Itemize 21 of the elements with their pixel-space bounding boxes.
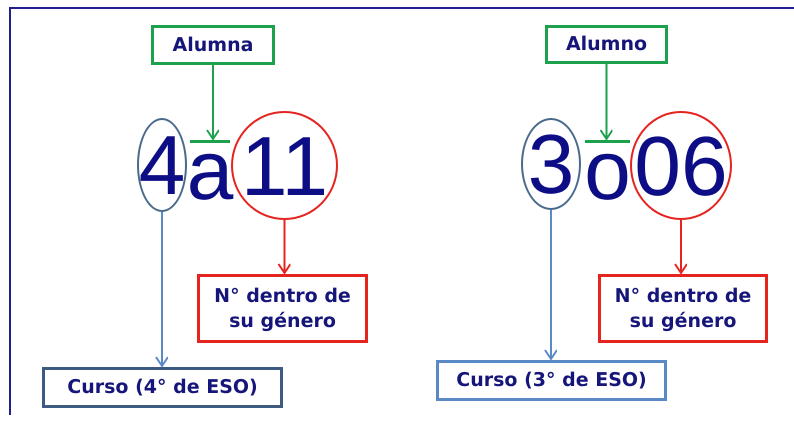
label-box — [545, 25, 668, 64]
circled-number: 4 — [137, 118, 187, 212]
arrow — [600, 64, 614, 140]
label-text: N° dentro de su género — [614, 284, 752, 334]
label-text: Alumno — [566, 32, 648, 57]
label-text: Alumna — [172, 32, 254, 58]
label-box — [151, 25, 275, 65]
label-text: Curso (3° de ESO) — [456, 368, 647, 393]
circled-number: 3 — [521, 118, 581, 210]
label-box — [436, 360, 667, 401]
arrow — [278, 220, 292, 274]
label-text: Curso (4° de ESO) — [67, 375, 258, 400]
label-box — [598, 274, 768, 343]
circled-number: 06 — [630, 111, 732, 220]
arrow — [544, 210, 558, 360]
arrow — [155, 212, 169, 367]
label-text: N° dentro de su género — [213, 284, 352, 334]
arrow — [674, 220, 688, 274]
label-box — [42, 367, 283, 408]
arrow — [206, 65, 220, 140]
label-box — [197, 274, 368, 343]
